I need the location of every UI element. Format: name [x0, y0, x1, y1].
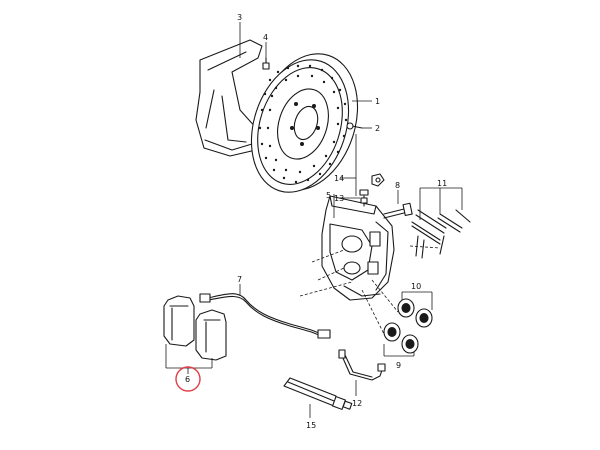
callout-13[interactable]: 13 — [334, 194, 344, 203]
brake-pads[interactable] — [163, 295, 227, 361]
callout-5[interactable]: 5 — [326, 191, 331, 200]
bleeder-valve[interactable] — [359, 189, 369, 207]
brake-caliper[interactable] — [321, 195, 395, 301]
callout-9[interactable]: 9 — [396, 361, 401, 370]
retaining-pins-kit[interactable] — [411, 209, 471, 259]
piston-set[interactable] — [383, 322, 419, 354]
shield-screw[interactable] — [262, 57, 270, 70]
callout-15[interactable]: 15 — [306, 421, 316, 430]
callout-10[interactable]: 10 — [411, 282, 421, 291]
callout-12[interactable]: 12 — [352, 399, 362, 408]
bleeder-cap[interactable] — [371, 173, 385, 187]
callout-labels: 1 2 3 4 5 6 7 8 9 10 11 12 13 14 15 — [185, 13, 447, 430]
wear-sensor[interactable] — [199, 293, 331, 339]
projection-lines — [299, 245, 441, 335]
brake-disc[interactable] — [235, 41, 374, 205]
piston-seal-set[interactable] — [397, 298, 433, 328]
callout-14[interactable]: 14 — [334, 174, 344, 183]
highlight-ring — [175, 366, 201, 392]
callout-8[interactable]: 8 — [395, 181, 400, 190]
callout-1[interactable]: 1 — [375, 97, 380, 106]
leader-lines — [165, 22, 463, 418]
callout-3[interactable]: 3 — [237, 13, 242, 22]
brake-line[interactable] — [338, 349, 386, 381]
callout-6[interactable]: 6 — [185, 375, 190, 384]
disc-cross-drill-holes — [258, 64, 348, 184]
callout-11[interactable]: 11 — [437, 179, 447, 188]
caliper-bolt[interactable] — [383, 202, 413, 219]
callout-4[interactable]: 4 — [263, 33, 268, 42]
callout-7[interactable]: 7 — [237, 275, 242, 284]
grease-tube[interactable] — [283, 377, 353, 410]
callout-2[interactable]: 2 — [375, 124, 380, 133]
disc-screw[interactable] — [346, 122, 363, 130]
